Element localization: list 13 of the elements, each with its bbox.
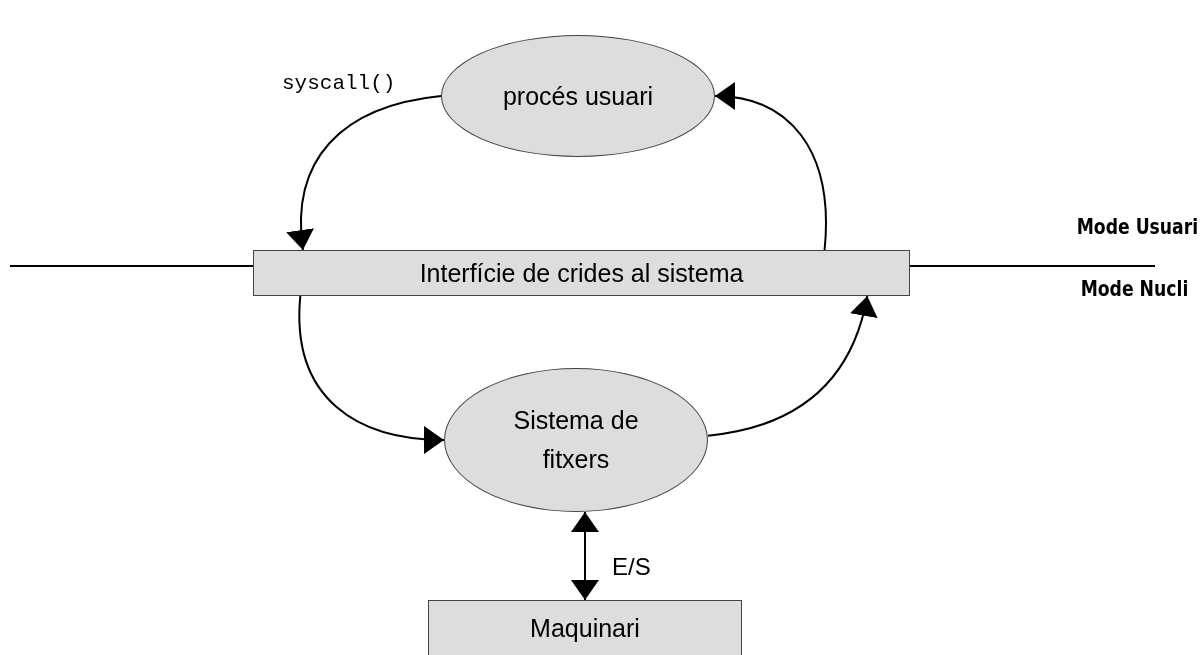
node-text: procés usuari: [502, 80, 654, 112]
node-text: Maquinari: [530, 612, 640, 644]
node-text: Sistema de fitxers: [512, 405, 640, 475]
mode-label: Mode Nucli: [1080, 277, 1188, 301]
arrow: [298, 295, 445, 454]
node-text: Interfície de crides al sistema: [419, 257, 744, 289]
process-box: [253, 250, 910, 296]
arrow: [571, 511, 599, 601]
arrow: [707, 295, 877, 437]
arrow: [714, 83, 827, 251]
arrow: [287, 95, 442, 251]
process-box: [428, 600, 742, 655]
mode-label: Mode Usuari: [1076, 215, 1198, 239]
